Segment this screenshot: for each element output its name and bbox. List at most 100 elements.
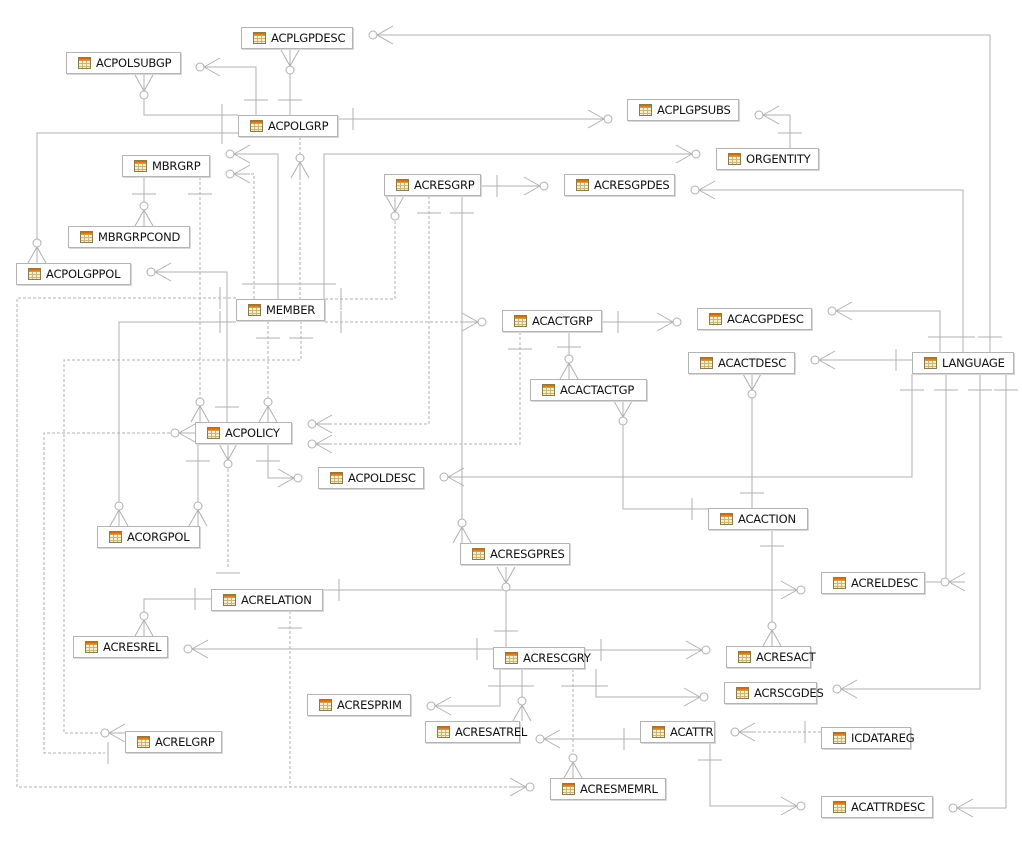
relationship-acpolgppol-acpolicy[interactable] (146, 262, 239, 422)
relationship-acrelation-acreldesc[interactable] (323, 579, 806, 601)
relationship-acrescgry-acresatrel[interactable] (510, 669, 534, 722)
relationship-orgentity-member[interactable] (312, 144, 701, 299)
relationship-acpolgrp-acplgpsubs[interactable] (338, 108, 613, 130)
relationship-acrescgry-acresrel[interactable] (183, 638, 493, 660)
relationship-acrelation-acresrel[interactable] (134, 588, 211, 637)
entity-acpolgppol[interactable]: ACPOLGPPOL (16, 263, 131, 285)
relationship-acpolicy-acorgpol[interactable] (186, 444, 210, 527)
entity-acpolicy[interactable]: ACPOLICY (195, 422, 292, 444)
entity-acpolgrp[interactable]: ACPOLGRP (238, 115, 338, 137)
relationship-acresgrp-acpolicy[interactable] (307, 196, 441, 434)
entity-acactgrp[interactable]: ACACTGRP (502, 310, 602, 332)
relationship-acactgrp-acacgpdesc[interactable] (602, 311, 682, 333)
relationship-acrescgry-acresgpres[interactable] (494, 566, 518, 647)
entity-name: ACPLGPDESC (271, 31, 346, 45)
entity-name: ACPLGPSUBS (657, 103, 731, 117)
entity-language[interactable]: LANGUAGE (912, 352, 1014, 374)
entity-acorgpol[interactable]: ACORGPOL (97, 526, 200, 548)
entity-name: ACRESPRIM (337, 698, 402, 712)
entity-mbrgrp[interactable]: MBRGRP (122, 155, 210, 177)
relationship-acattr-acresatrel[interactable] (535, 728, 640, 750)
entity-icdatareg[interactable]: ICDATAREG (821, 727, 915, 749)
relationship-acresgrp-acresgpres[interactable] (450, 196, 474, 544)
entity-name: ACPOLSUBGP (96, 56, 172, 70)
relationship-acattr-acattrdesc[interactable] (698, 743, 806, 816)
relationship-member-mbrgrp[interactable] (225, 144, 290, 299)
entity-acrscgdes[interactable]: ACRSCGDES (724, 682, 824, 704)
relationship-acrescgry-acrscgdes[interactable] (584, 669, 709, 707)
relationship-acactgrp-acactactgp[interactable] (557, 332, 581, 380)
relationship-member-acpolicy[interactable] (256, 321, 280, 423)
relationship-language-acresgpdes[interactable] (690, 180, 975, 352)
relationship-acrescgry-acresprim[interactable] (426, 669, 512, 716)
relationship-icdatareg-acattr[interactable] (730, 721, 821, 743)
many-cardinality-mark (290, 153, 310, 179)
relationship-acpolicy-acrelgrp[interactable] (43, 423, 196, 764)
entity-acresgpdes[interactable]: ACRESGPDES (564, 174, 675, 196)
entity-acaction[interactable]: ACACTION (708, 508, 808, 530)
relationship-mbrgrp-acpolicy[interactable] (188, 177, 212, 423)
relationship-member-mbrgrp[interactable] (225, 164, 266, 299)
relationship-language-acrscgdes[interactable] (832, 374, 992, 699)
table-icon (833, 732, 846, 744)
relationship-member-acresgrp[interactable] (325, 195, 405, 310)
entity-acresact[interactable]: ACRESACT (726, 646, 816, 668)
entity-acplgpsubs[interactable]: ACPLGPSUBS (627, 99, 739, 121)
relationship-acpolgrp-acpolsubgp[interactable] (134, 74, 238, 126)
table-icon (28, 268, 41, 280)
relationship-acaction-acactactgp[interactable] (613, 400, 708, 520)
many-cardinality-mark (439, 467, 465, 487)
relationship-acpolgrp-member[interactable] (288, 137, 312, 299)
relationship-acaction-acresact[interactable] (760, 530, 784, 647)
entity-acrescgry[interactable]: ACRESCGRY (493, 647, 591, 669)
relationship-member-acactgrp[interactable] (325, 311, 487, 333)
relationship-language-acattrdesc[interactable] (948, 374, 1018, 818)
relationship-mbrgrp-mbrgrpcond[interactable] (132, 177, 156, 227)
entity-member[interactable]: MEMBER (236, 299, 325, 321)
entity-acrelation[interactable]: ACRELATION (211, 589, 323, 611)
entity-name: ACPOLICY (225, 426, 280, 440)
relationship-language-acactdesc[interactable] (810, 349, 912, 371)
relationship-acpolgrp-acpolsubgp[interactable] (195, 57, 268, 115)
entity-acresgrp[interactable]: ACRESGRP (384, 174, 481, 196)
entity-acplgpdesc[interactable]: ACPLGPDESC (241, 27, 353, 49)
relationship-member-acrelgrp[interactable] (16, 287, 535, 797)
relationship-acrescgry-acresact[interactable] (585, 639, 711, 661)
entity-acpoldesc[interactable]: ACPOLDESC (318, 467, 424, 489)
relationship-language-acacgpdesc[interactable] (827, 301, 952, 352)
relationship-acpolgrp-acpolgppol[interactable] (27, 122, 238, 264)
relationship-member-acorgpol[interactable] (109, 311, 236, 527)
relationship-language-acplgpdesc[interactable] (368, 25, 1002, 352)
relationship-acpolgrp-acplgpdesc[interactable] (278, 49, 302, 115)
table-icon (78, 57, 91, 69)
entity-acattr[interactable]: ACATTR (640, 721, 715, 743)
entity-acactactgp[interactable]: ACACTACTGP (530, 379, 647, 401)
table-icon (319, 699, 332, 711)
relationship-language-acpoldesc[interactable] (439, 374, 924, 487)
entity-acacgpdesc[interactable]: ACACGPDESC (697, 308, 812, 330)
relationship-acrelation-acresmemrl[interactable] (278, 611, 302, 787)
entity-orgentity[interactable]: ORGENTITY (716, 148, 819, 170)
relationship-acpolicy-acrelation[interactable] (216, 443, 240, 574)
relationship-acrescgry-acresmemrl[interactable] (561, 669, 585, 779)
entity-acattrdesc[interactable]: ACATTRDESC (821, 796, 933, 818)
entity-acresatrel[interactable]: ACRESATREL (425, 721, 527, 743)
relationship-language-acreldesc[interactable] (925, 374, 966, 592)
relationship-acaction-acactdesc[interactable] (740, 373, 764, 508)
entity-acreldesc[interactable]: ACRELDESC (821, 572, 925, 594)
entity-acpolsubgp[interactable]: ACPOLSUBGP (66, 52, 181, 74)
entity-acrelgrp[interactable]: ACRELGRP (125, 731, 222, 753)
table-icon (437, 726, 450, 738)
relationship-acresgrp-acresgpdes[interactable] (481, 175, 549, 197)
entity-acresmemrl[interactable]: ACRESMEMRL (550, 778, 666, 800)
entity-acactdesc[interactable]: ACACTDESC (688, 352, 795, 374)
relationship-member-acrelgrp[interactable] (63, 321, 313, 743)
entity-acresgpres[interactable]: ACRESGPRES (460, 543, 570, 565)
relationship-orgentity-acplgpsubs[interactable] (754, 105, 802, 148)
relationship-acpolicy-acpoldesc[interactable] (256, 444, 303, 488)
entity-mbrgrpcond[interactable]: MBRGRPCOND (68, 226, 190, 248)
entity-acresrel[interactable]: ACRESREL (73, 636, 168, 658)
relationship-acactgrp-acpolicy[interactable] (307, 332, 532, 454)
entity-acresprim[interactable]: ACRESPRIM (307, 694, 411, 716)
